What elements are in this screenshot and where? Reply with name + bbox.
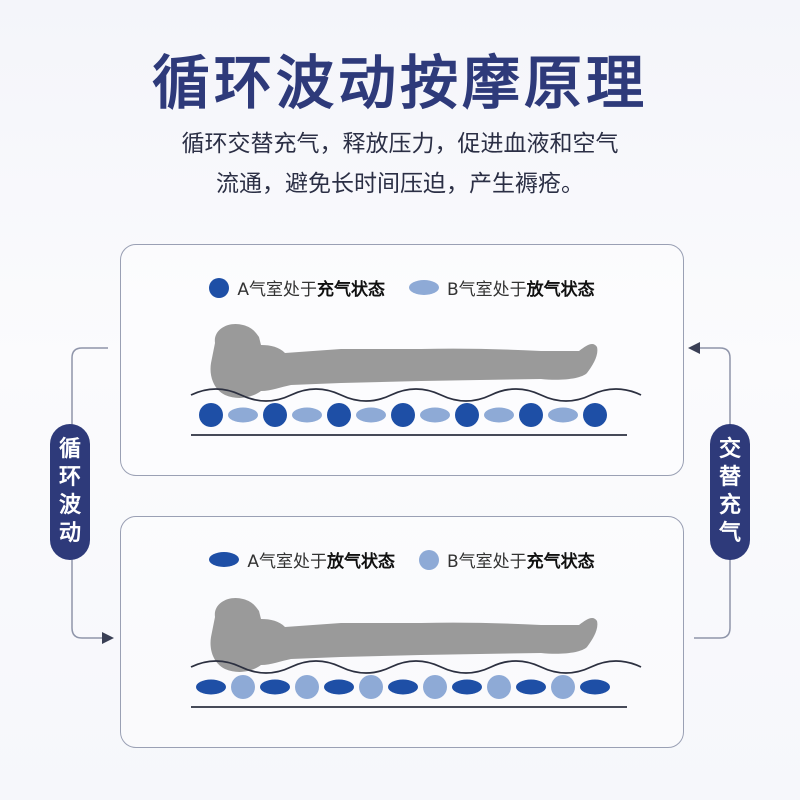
pill-char: 波 xyxy=(58,493,81,518)
chamber-b xyxy=(548,407,578,423)
legend-b-state: 放气状态 xyxy=(526,280,595,300)
subtitle-line-2: 流通，避免长时间压迫，产生褥疮。 xyxy=(216,171,584,197)
person-silhouette-icon xyxy=(210,323,598,398)
legend-item-a: A气室处于放气状态 xyxy=(209,547,395,572)
chamber-a xyxy=(391,403,415,427)
mattress-scene-top xyxy=(190,323,642,436)
chamber-b-icon xyxy=(418,549,439,570)
legend-item-a: A气室处于充气状态 xyxy=(209,275,385,300)
panel-b-inflated: A气室处于放气状态 B气室处于充气状态 xyxy=(120,516,684,748)
pill-char: 气 xyxy=(718,521,741,546)
legend-item-b: B气室处于充气状态 xyxy=(418,547,595,572)
chamber-b xyxy=(292,407,322,423)
chamber-a xyxy=(388,679,418,695)
pill-char: 交 xyxy=(718,437,741,462)
chamber-b xyxy=(295,675,319,699)
legend-b-state: 充气状态 xyxy=(526,552,595,572)
pill-char: 充 xyxy=(718,493,741,518)
chamber-a-icon xyxy=(209,277,230,298)
chamber-a xyxy=(583,403,607,427)
chamber-b xyxy=(551,675,575,699)
chamber-a xyxy=(196,679,226,695)
chamber-a-icon xyxy=(209,552,240,567)
panel-a-inflated: A气室处于充气状态 B气室处于放气状态 xyxy=(120,244,684,476)
pill-char: 动 xyxy=(58,521,81,546)
legend-b-label: B气室处于 xyxy=(446,552,527,572)
legend: A气室处于充气状态 B气室处于放气状态 xyxy=(121,275,683,300)
chamber-b xyxy=(359,675,383,699)
chamber-b xyxy=(423,675,447,699)
chamber-a xyxy=(580,679,610,695)
chamber-a xyxy=(199,403,223,427)
air-chambers xyxy=(199,403,607,427)
legend-a-label: A气室处于 xyxy=(237,280,317,300)
legend-a-label: A气室处于 xyxy=(247,552,327,572)
subtitle-line-1: 循环交替充气，释放压力，促进血液和空气 xyxy=(181,131,619,157)
legend-a-state: 充气状态 xyxy=(316,280,385,300)
chamber-a xyxy=(452,679,482,695)
page-subtitle: 循环交替充气，释放压力，促进血液和空气 流通，避免长时间压迫，产生褥疮。 xyxy=(0,124,800,204)
chamber-a xyxy=(519,403,543,427)
chamber-b xyxy=(420,407,450,423)
chamber-b xyxy=(484,407,514,423)
chamber-a xyxy=(327,403,351,427)
chamber-b xyxy=(356,407,386,423)
legend: A气室处于放气状态 B气室处于充气状态 xyxy=(121,547,683,572)
chamber-b xyxy=(228,407,258,423)
chamber-a xyxy=(516,679,546,695)
mattress-scene-bottom xyxy=(190,597,642,708)
air-chambers xyxy=(196,675,610,699)
arrow-right-icon xyxy=(102,632,114,644)
cycle-wave-pill: 循 环 波 动 xyxy=(50,424,90,560)
alternate-inflate-pill: 交 替 充 气 xyxy=(710,424,750,560)
chamber-b xyxy=(487,675,511,699)
chamber-a xyxy=(324,679,354,695)
chamber-a xyxy=(263,403,287,427)
arrow-left-icon xyxy=(688,342,700,354)
legend-a-state: 放气状态 xyxy=(326,552,395,572)
chamber-a xyxy=(260,679,290,695)
chamber-a xyxy=(455,403,479,427)
pill-char: 环 xyxy=(58,465,81,490)
legend-b-label: B气室处于 xyxy=(446,280,527,300)
pill-char: 循 xyxy=(58,437,81,462)
legend-item-b: B气室处于放气状态 xyxy=(408,275,595,300)
page-title: 循环波动按摩原理 xyxy=(151,49,648,117)
chamber-b xyxy=(231,675,255,699)
chamber-b-icon xyxy=(408,280,439,295)
pill-char: 替 xyxy=(718,465,741,490)
person-silhouette-icon xyxy=(210,597,598,672)
